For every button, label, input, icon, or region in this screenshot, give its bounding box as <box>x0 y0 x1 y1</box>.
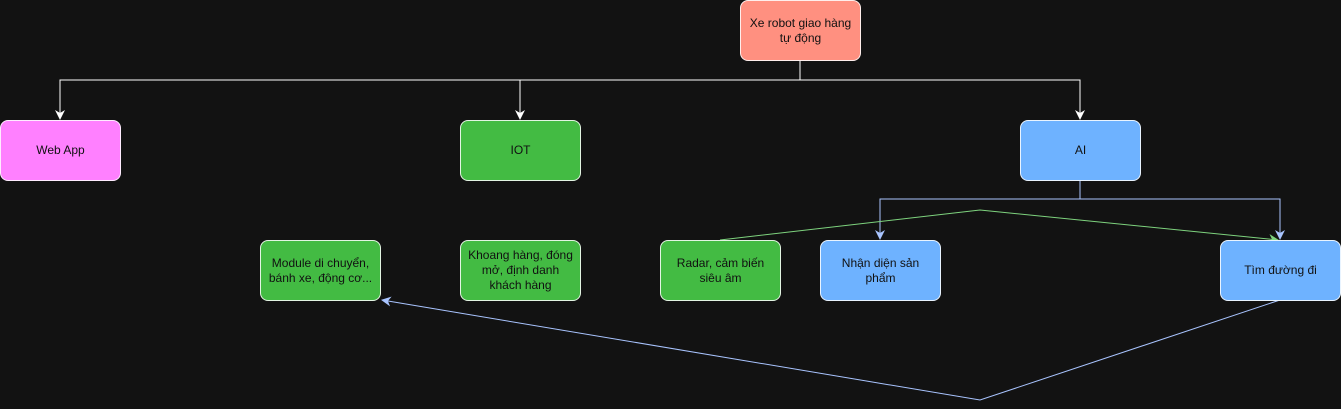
node-module-di-chuyen[interactable]: Module di chuyển, bánh xe, động cơ... <box>260 240 381 301</box>
node-label: Xe robot giao hàng tự động <box>749 15 852 45</box>
node-label: Khoang hàng, đóng mở, định danh khách hà… <box>468 248 573 292</box>
node-label: Tìm đường đi <box>1244 263 1317 277</box>
edge-ai-to-tim <box>1079 181 1285 240</box>
node-tim-duong-di[interactable]: Tìm đường đi <box>1220 240 1341 301</box>
node-radar-cam-bien[interactable]: Radar, cảm biến siêu âm <box>660 240 781 301</box>
node-label: Module di chuyển, bánh xe, động cơ... <box>268 255 373 285</box>
edge-root-to-web <box>55 61 801 120</box>
node-label: IOT <box>510 143 531 157</box>
node-khoang-hang[interactable]: Khoang hàng, đóng mở, định danh khách hà… <box>460 240 581 301</box>
node-xe-robot-giao-hang[interactable]: Xe robot giao hàng tự động <box>740 0 861 61</box>
edge-root-to-ai <box>799 61 1085 120</box>
node-label: AI <box>1074 143 1087 157</box>
node-ai[interactable]: AI <box>1020 120 1141 181</box>
node-nhan-dien-san-pham[interactable]: Nhận diện sản phẩm <box>820 240 941 301</box>
edge-root-to-iot <box>515 61 801 120</box>
edge-radar-to-tim <box>719 209 1279 245</box>
node-label: Web App <box>36 143 85 157</box>
node-label: Nhận diện sản phẩm <box>841 255 920 285</box>
edge-tim-to-module <box>381 296 1281 401</box>
node-web-app[interactable]: Web App <box>0 120 121 181</box>
node-label: Radar, cảm biến siêu âm <box>676 255 765 285</box>
node-iot[interactable]: IOT <box>460 120 581 181</box>
